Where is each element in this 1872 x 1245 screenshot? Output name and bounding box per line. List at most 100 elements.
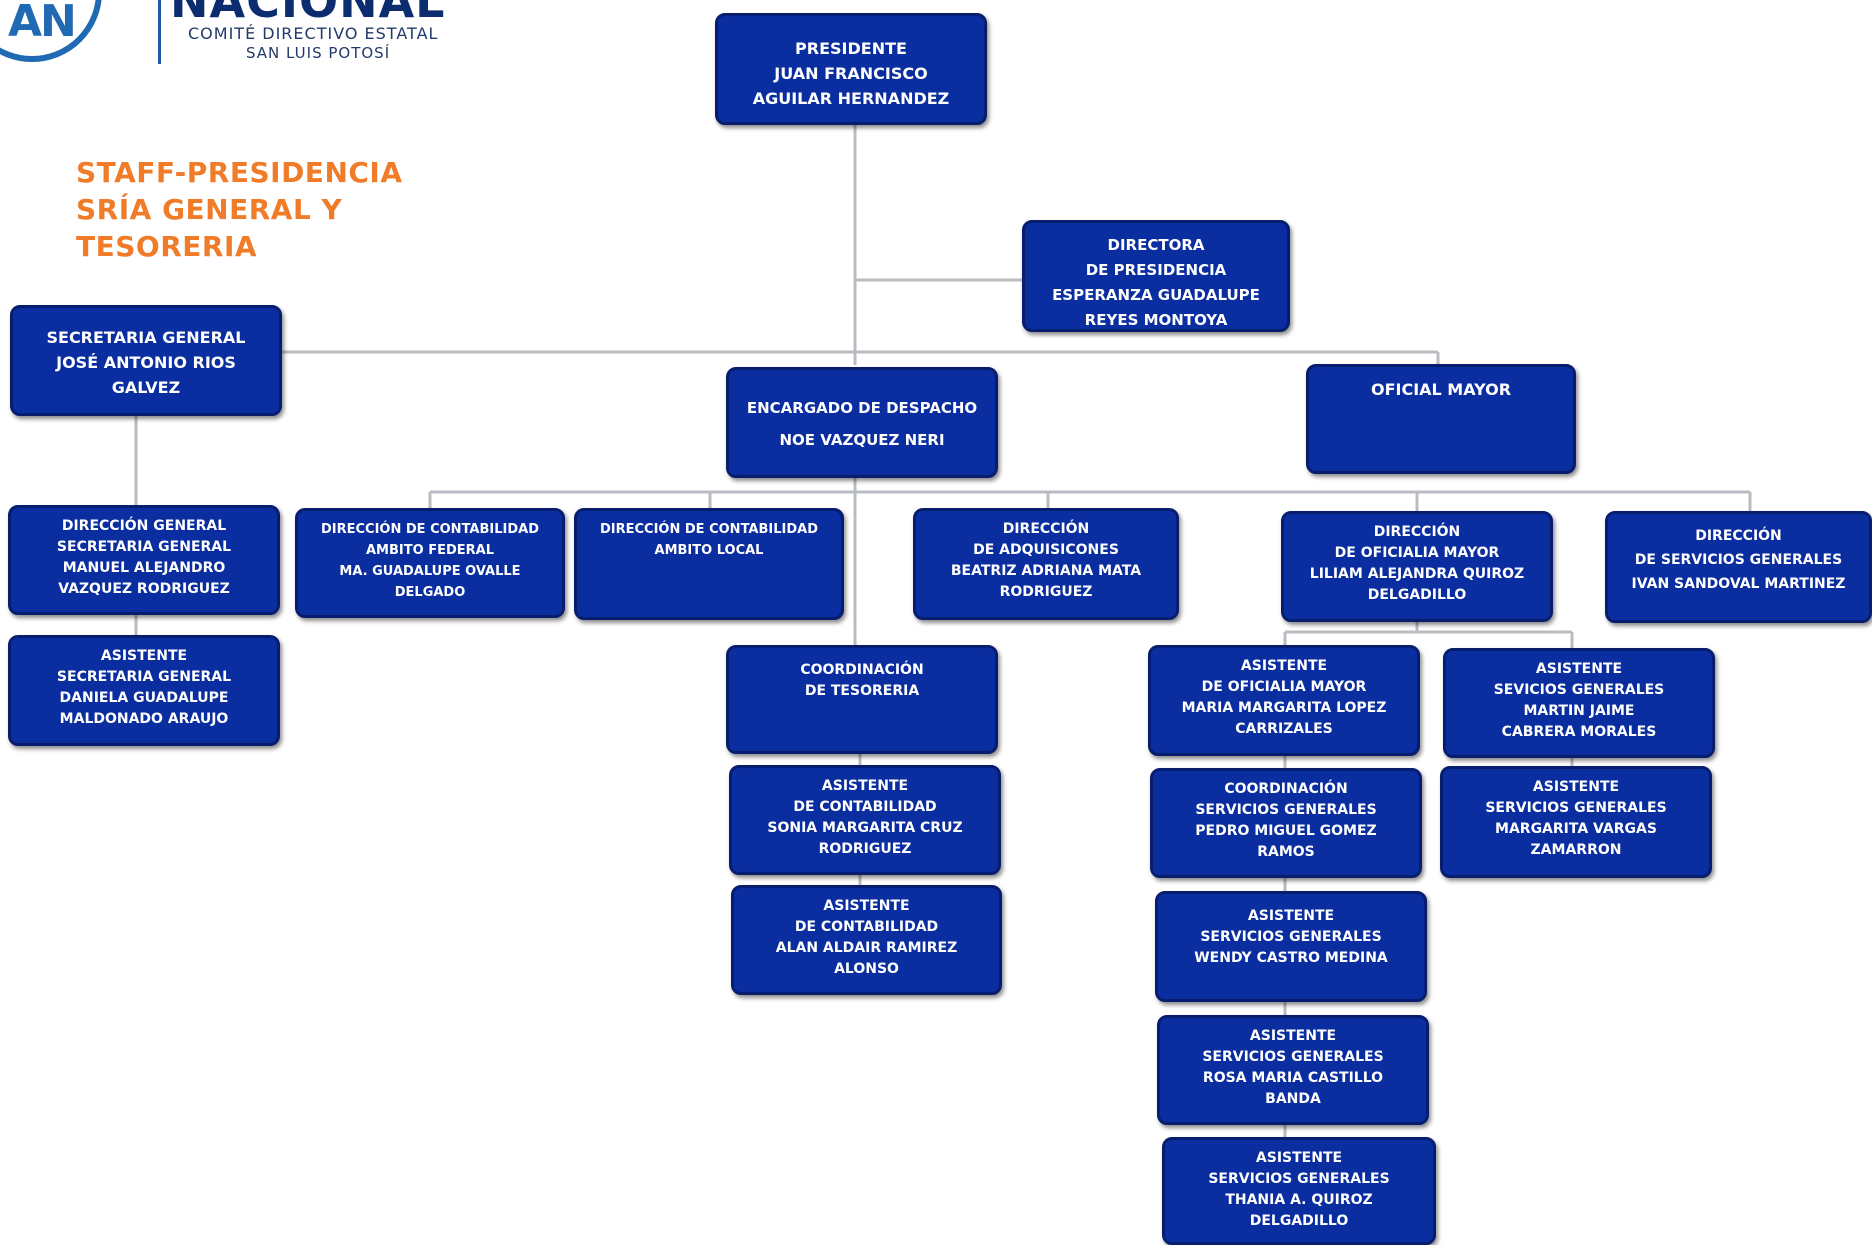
node-text-line: ASISTENTE [1535,661,1623,677]
node-asist-contabilidad-1: ASISTENTE DE CONTABILIDAD SONIA MARGARITA … [729,765,1001,875]
node-coord-servicios: COORDINACIÓN SERVICIOS GENERALES PEDRO MIG… [1150,768,1422,878]
node-asist-sg-thania: ASISTENTE SERVICIOS GENERALES THANIA A. QU… [1162,1137,1436,1245]
node-text-line: ALAN ALDAIR RAMIREZ [775,940,958,956]
logo-subtitle-1: COMITÉ DIRECTIVO ESTATAL [188,24,439,43]
node-text-line: DE OFICIALIA MAYOR [1201,679,1367,695]
node-text-line: CABRERA MORALES [1501,724,1657,740]
node-text-line: PRESIDENTE [795,39,907,58]
node-text-line: ASISTENTE [100,648,188,664]
node-text-line: MALDONADO ARAUJO [59,711,229,727]
node-text-line: ALONSO [834,961,899,977]
logo-wordmark: NACIONAL [170,0,446,28]
node-text-line: MARGARITA VARGAS [1495,821,1657,837]
node-text-line: DELGADO [394,585,466,600]
node-text-line: JUAN FRANCISCO [774,64,928,83]
node-contabilidad-federal: DIRECCIÓN DE CONTABILIDAD AMBITO FEDERAL M… [295,508,565,618]
node-text-line: MARTIN JAIME [1523,703,1635,719]
node-text-line: DE CONTABILIDAD [793,799,937,815]
node-text-line: ESPERANZA GUADALUPE [1052,286,1260,304]
node-text-line: SECRETARIA GENERAL [56,539,232,555]
node-text-line: ASISTENTE [1532,779,1620,795]
node-text-line: ASISTENTE [1249,1028,1337,1044]
node-text-line: RODRIGUEZ [999,584,1093,600]
node-text-line: SECRETARIA GENERAL [56,669,232,685]
node-text-line: SECRETARIA GENERAL [46,328,246,347]
node-text-line: SERVICIOS GENERALES [1485,800,1667,816]
node-text-line: DELGADILLO [1367,587,1467,603]
node-direccion-general-sg: DIRECCIÓN GENERAL SECRETARIA GENERAL MANUE… [8,505,280,615]
node-text-line: DE OFICIALIA MAYOR [1334,545,1500,561]
node-text-line: JOSÉ ANTONIO RIOS [56,353,236,372]
node-text-line: DE TESORERIA [804,683,920,699]
node-text-line: ASISTENTE [1247,908,1335,924]
node-text-line: DIRECCIÓN GENERAL [61,518,227,534]
node-text-line: WENDY CASTRO MEDINA [1194,950,1388,966]
node-text-line: MANUEL ALEJANDRO [62,560,226,576]
node-text-line: AGUILAR HERNANDEZ [752,89,950,108]
node-text-line: ASISTENTE [1240,658,1328,674]
node-text-line: BANDA [1265,1091,1321,1107]
node-text-line: REYES MONTOYA [1084,311,1228,329]
node-text-line: DIRECCIÓN [1002,521,1090,537]
node-asist-oficialia: ASISTENTE DE OFICIALIA MAYOR MARIA MARGARI… [1148,645,1420,756]
node-asist-sg-wendy: ASISTENTE SERVICIOS GENERALES WENDY CASTRO… [1155,891,1427,1002]
node-text-line: DE CONTABILIDAD [794,919,939,935]
node-text-line: DIRECCIÓN DE CONTABILIDAD [321,522,539,537]
node-text-line: MA. GUADALUPE OVALLE [339,564,521,579]
node-directora-presidencia: DIRECTORA DE PRESIDENCIA ESPERANZA GUADALU… [1022,220,1290,332]
node-text-line: MARIA MARGARITA LOPEZ [1181,700,1387,716]
node-text-line: CARRIZALES [1235,721,1333,737]
node-text-line: SERVICIOS GENERALES [1200,929,1382,945]
node-adquisiciones: DIRECCIÓN DE ADQUISICONES BEATRIZ ADRIANA … [913,508,1179,620]
node-oficialia-mayor: DIRECCIÓN DE OFICIALIA MAYOR LILIAM ALEJAN… [1281,511,1553,622]
node-text-line: DE SERVICIOS GENERALES [1634,552,1843,568]
node-text-line: RAMOS [1257,844,1315,860]
section-title-line: SRÍA GENERAL Y [76,193,343,226]
node-oficial-mayor: OFICIAL MAYOR [1306,364,1576,474]
node-text-line: DIRECTORA [1107,236,1205,254]
node-text-line: OFICIAL MAYOR [1370,380,1512,399]
node-text-line: SONIA MARGARITA CRUZ [767,820,963,836]
node-text-line: DE PRESIDENCIA [1085,261,1227,279]
section-title: STAFF-PRESIDENCIA SRÍA GENERAL Y TESORER… [76,154,403,265]
node-text-line: SERVICIOS GENERALES [1195,802,1377,818]
node-text-line: AMBITO LOCAL [654,543,764,558]
node-text-line: COORDINACIÓN [1224,781,1348,797]
node-text-line: DIRECCIÓN [1695,528,1782,544]
node-text-line: ASISTENTE [1255,1150,1343,1166]
node-text-line: DANIELA GUADALUPE [59,690,229,706]
node-text-line: GALVEZ [111,378,181,397]
node-contabilidad-local: DIRECCIÓN DE CONTABILIDAD AMBITO LOCAL [574,508,844,620]
node-text-line: PEDRO MIGUEL GOMEZ [1195,823,1377,839]
node-text-line: ENCARGADO DE DESPACHO [746,399,978,417]
node-text-line: DELGADILLO [1249,1213,1349,1229]
logo-subtitle-2: SAN LUIS POTOSÍ [246,44,391,62]
node-text-line: DIRECCIÓN DE CONTABILIDAD [600,522,818,537]
node-text-line: SERVICIOS GENERALES [1208,1171,1390,1187]
node-text-line: LILIAM ALEJANDRA QUIROZ [1309,566,1525,582]
node-text-line: ASISTENTE [821,778,909,794]
node-text-line: IVAN SANDOVAL MARTINEZ [1631,576,1846,592]
logo-divider [158,0,161,64]
section-title-line: STAFF-PRESIDENCIA [76,156,403,189]
logo-initials: AN [8,0,77,47]
section-title-line: TESORERIA [76,230,258,263]
node-text-line: VAZQUEZ RODRIGUEZ [58,581,230,597]
node-servicios-generales: DIRECCIÓN DE SERVICIOS GENERALES IVAN SAND… [1605,511,1872,623]
node-text-line: BEATRIZ ADRIANA MATA [950,563,1142,579]
node-presidente: PRESIDENTE JUAN FRANCISCO AGUILAR HERNANDE… [715,13,987,125]
node-text-line: DE ADQUISICONES [973,542,1119,558]
node-secretaria-general: SECRETARIA GENERAL JOSÉ ANTONIO RIOS GALVE… [10,305,282,416]
node-text-line: AMBITO FEDERAL [366,543,494,558]
node-text-line: SERVICIOS GENERALES [1202,1049,1384,1065]
node-text-line: THANIA A. QUIROZ [1225,1192,1373,1208]
node-text-line: ZAMARRON [1530,842,1622,858]
node-text-line: DIRECCIÓN [1373,524,1461,540]
